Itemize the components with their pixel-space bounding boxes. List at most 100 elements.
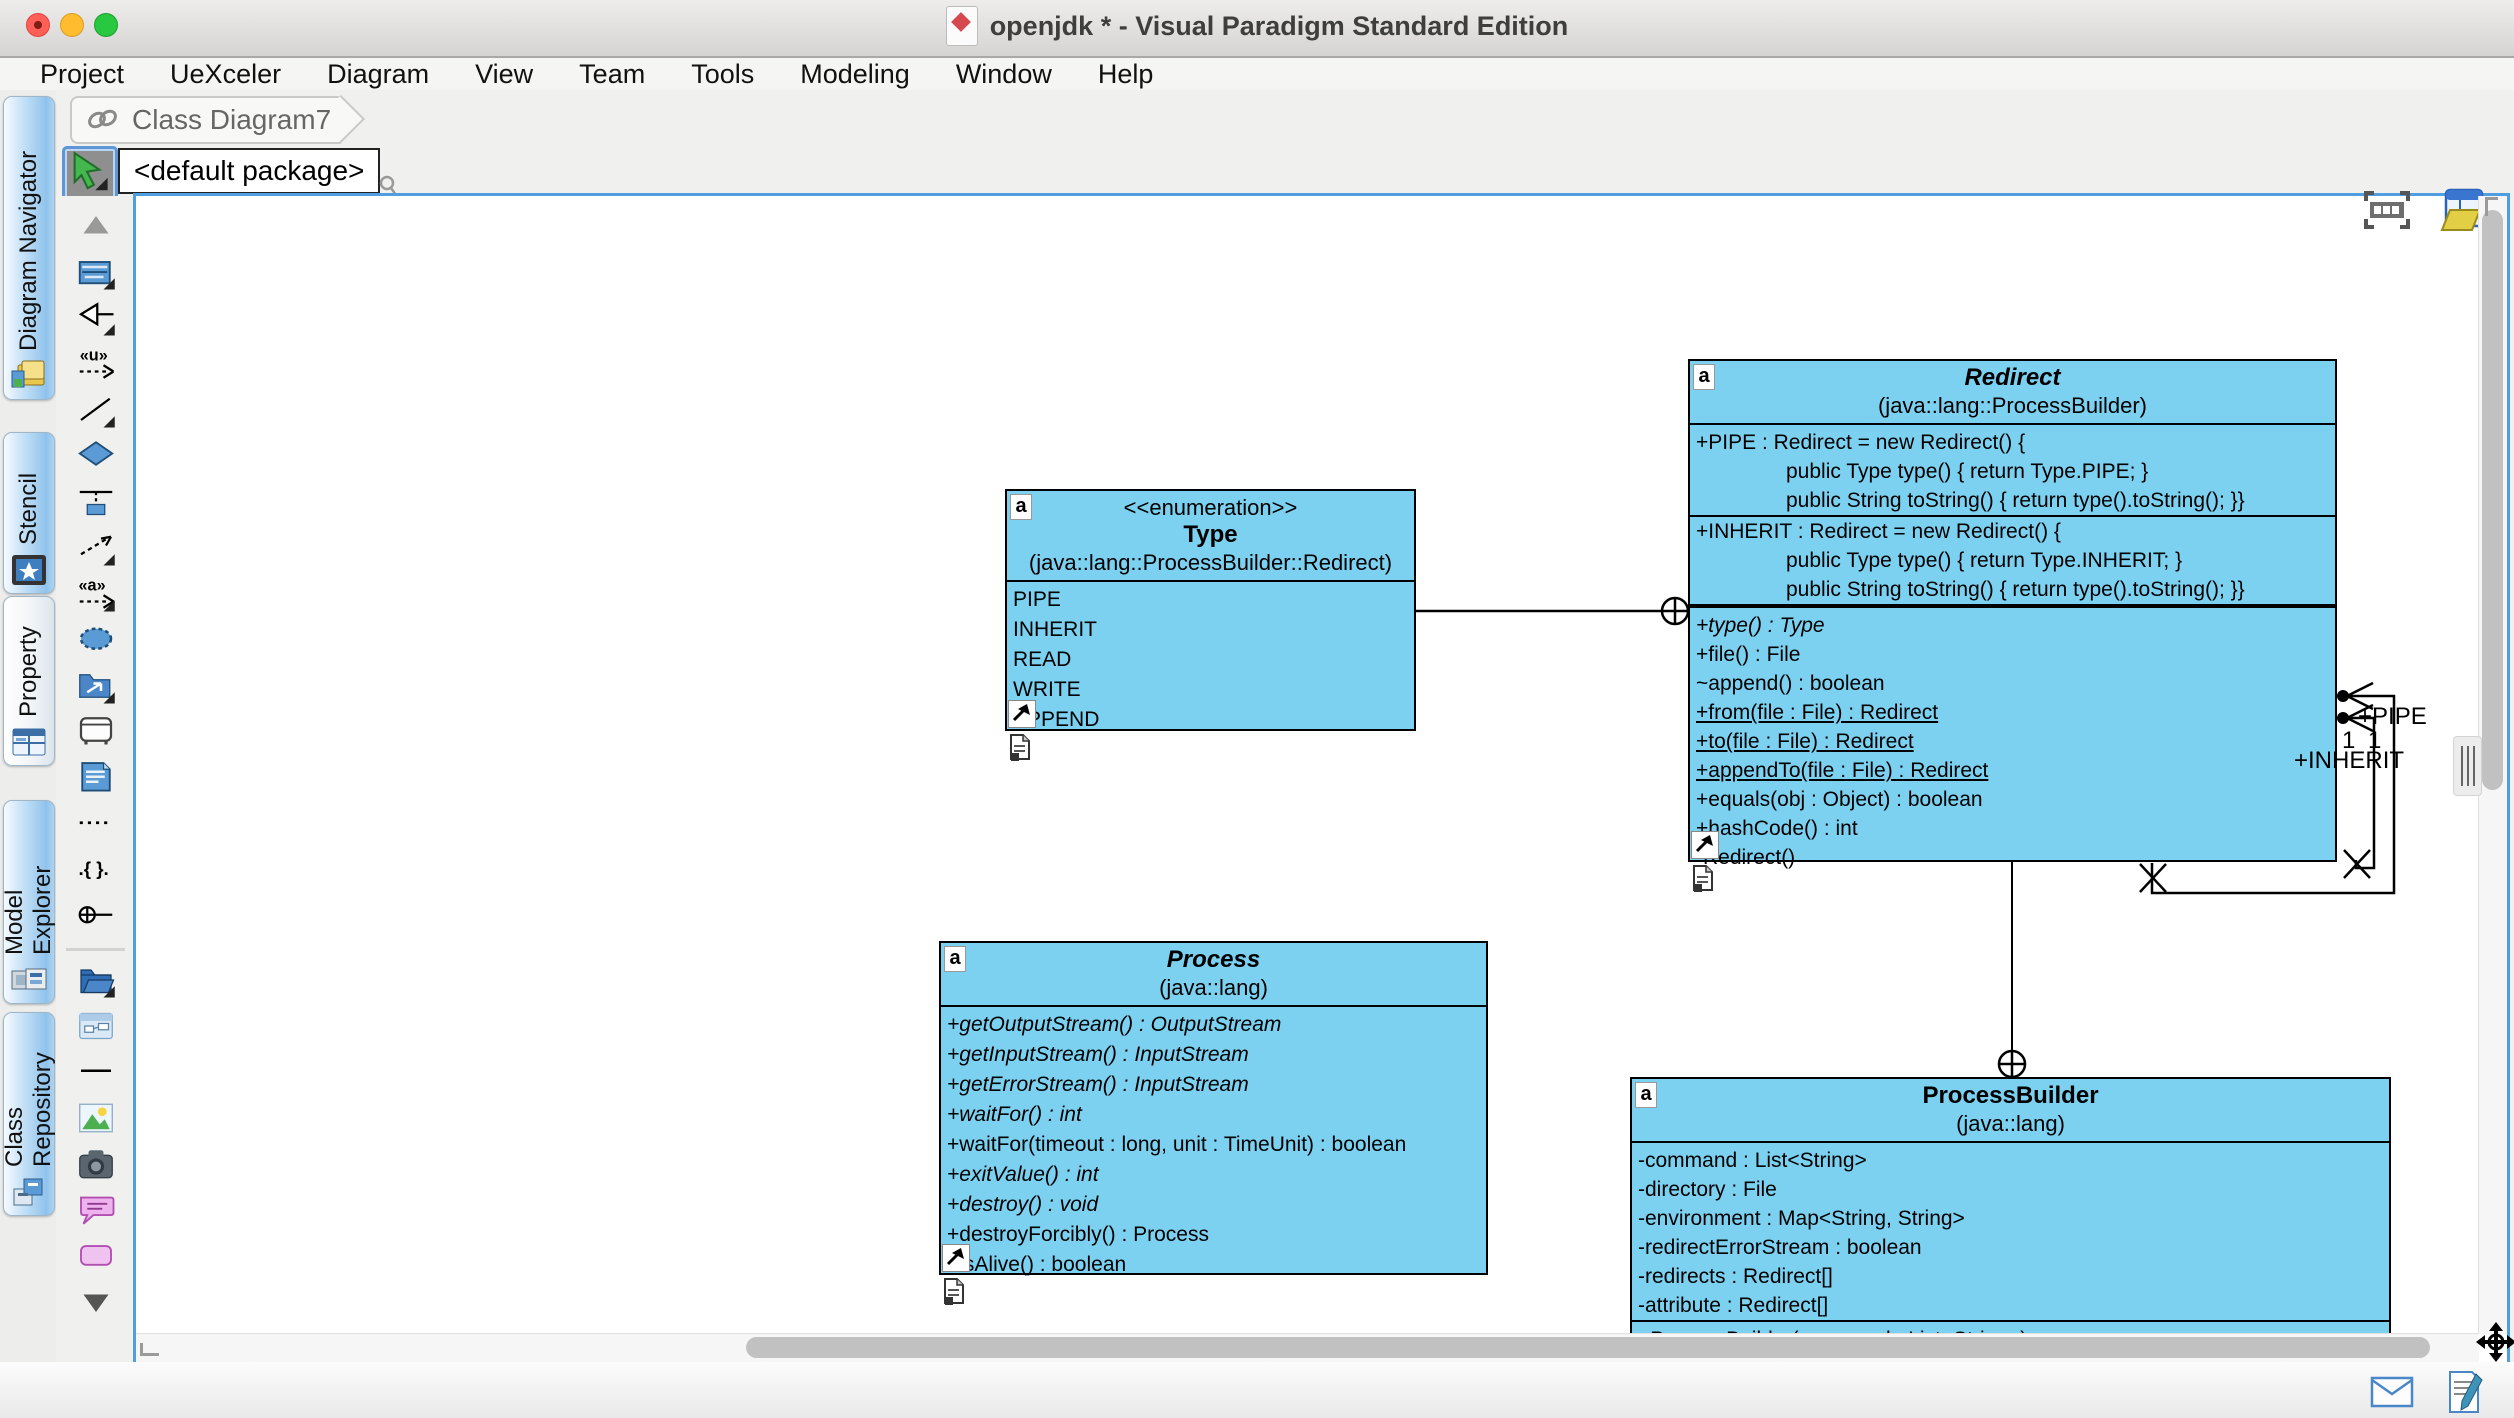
menu-item-modeling[interactable]: Modeling bbox=[800, 58, 910, 89]
class-member: +to(file : File) : Redirect bbox=[1696, 730, 1914, 753]
pan-overview-icon[interactable] bbox=[2476, 1322, 2514, 1362]
side-tab-diagram-navigator[interactable]: Diagram Navigator bbox=[3, 96, 55, 400]
subdiagram-tool-icon[interactable] bbox=[56, 1004, 135, 1048]
close-window-button[interactable] bbox=[26, 13, 50, 37]
horizontal-scrollbar[interactable] bbox=[136, 1333, 2479, 1362]
line-tool-icon[interactable] bbox=[56, 1050, 135, 1094]
model-tool-icon[interactable] bbox=[56, 664, 135, 708]
class-tool-icon[interactable] bbox=[56, 250, 135, 294]
system-boundary-tool-icon[interactable] bbox=[56, 710, 135, 754]
rectangle-tool-icon[interactable] bbox=[56, 1234, 135, 1278]
menu-item-team[interactable]: Team bbox=[579, 58, 646, 89]
generalization-tool-icon[interactable] bbox=[56, 296, 135, 340]
resource-jump-icon[interactable] bbox=[1008, 700, 1036, 728]
link-icon bbox=[88, 109, 117, 129]
menu-item-help[interactable]: Help bbox=[1097, 58, 1154, 89]
package-tool-icon[interactable] bbox=[56, 958, 135, 1002]
menu-item-uexceler[interactable]: UeXceler bbox=[170, 58, 282, 89]
side-tab-stencil[interactable]: Stencil bbox=[3, 432, 55, 594]
note-tool-icon[interactable] bbox=[56, 756, 135, 800]
edit-log-icon[interactable] bbox=[2446, 1370, 2484, 1418]
menu-item-view[interactable]: View bbox=[475, 58, 534, 89]
anchor-tool-icon[interactable]: «a» bbox=[56, 572, 135, 616]
mail-icon[interactable] bbox=[2370, 1376, 2414, 1413]
diagram-tab[interactable]: Class Diagram7 bbox=[70, 94, 366, 144]
class-name: Type bbox=[1183, 521, 1238, 548]
uml-class-type-enum[interactable]: a<<enumeration>>Type(java::lang::Process… bbox=[1005, 489, 1416, 731]
class-member: APPEND bbox=[1013, 708, 1100, 731]
association-tool-icon[interactable] bbox=[56, 388, 135, 432]
abstract-badge-icon: a bbox=[1010, 494, 1032, 520]
vertical-scrollbar-thumb[interactable] bbox=[2482, 210, 2503, 790]
class-member: -redirectErrorStream : boolean bbox=[1638, 1236, 1922, 1259]
containment-tool-icon[interactable] bbox=[56, 480, 135, 524]
dotted-line-tool-icon[interactable] bbox=[56, 802, 135, 846]
side-tab-label: Class Repository bbox=[1, 1052, 56, 1167]
vertical-scrollbar[interactable] bbox=[2478, 196, 2507, 1334]
containment-line-tool-icon[interactable] bbox=[56, 894, 135, 938]
package-selector[interactable]: <default package> bbox=[118, 148, 381, 194]
menu-item-window[interactable]: Window bbox=[955, 58, 1052, 89]
class-compartment: +PIPE : Redirect = new Redirect() {publi… bbox=[1690, 425, 2335, 606]
diagram-canvas[interactable]: a<<enumeration>>Type(java::lang::Process… bbox=[133, 193, 2510, 1365]
nary-association-tool-icon[interactable] bbox=[56, 618, 135, 662]
svg-text:«u»: «u» bbox=[79, 346, 107, 364]
menu-item-project[interactable]: Project bbox=[40, 58, 125, 89]
sub-diagram-indicator-icon[interactable] bbox=[1692, 864, 1714, 892]
class-member: -Redirect() bbox=[1696, 846, 1796, 869]
class-member: public String toString() { return type()… bbox=[1690, 575, 2335, 606]
usage-tool-icon[interactable]: «u» bbox=[56, 342, 135, 386]
resource-jump-icon[interactable] bbox=[1691, 831, 1719, 859]
panel-grip-handle[interactable] bbox=[2453, 736, 2482, 796]
abstract-badge-icon: a bbox=[1635, 1082, 1657, 1108]
resource-jump-icon[interactable] bbox=[942, 1244, 970, 1272]
dependency-tool-icon[interactable] bbox=[56, 526, 135, 570]
class-member: +getErrorStream() : InputStream bbox=[947, 1073, 1249, 1096]
frame-manager-icon[interactable] bbox=[2362, 189, 2412, 236]
image-tool-icon[interactable] bbox=[56, 1096, 135, 1140]
scroll-down-icon[interactable] bbox=[56, 1280, 135, 1324]
horizontal-scrollbar-thumb[interactable] bbox=[746, 1337, 2430, 1358]
title-bar: openjdk * - Visual Paradigm Standard Edi… bbox=[0, 0, 2514, 58]
class-member: +destroy() : void bbox=[947, 1193, 1099, 1216]
sub-diagram-indicator-icon[interactable] bbox=[943, 1277, 965, 1305]
class-compartment: -command : List<String>-directory : File… bbox=[1632, 1143, 2389, 1320]
tool-palette: «u» «a» .{ }. bbox=[56, 196, 135, 1365]
class-compartment: +type() : Type+file() : File~append() : … bbox=[1690, 606, 2335, 872]
side-tab-model-explorer[interactable]: Model Explorer bbox=[1, 800, 56, 1004]
aggregation-tool-icon[interactable] bbox=[56, 434, 135, 478]
diagram-tab-row: Class Diagram7 bbox=[56, 90, 2514, 231]
class-member: +isAlive() : boolean bbox=[947, 1253, 1127, 1276]
class-member: +INHERIT : Redirect = new Redirect() { bbox=[1696, 520, 2061, 543]
tabrow-right-icons bbox=[2362, 186, 2488, 239]
diagram-tab-label: Class Diagram7 bbox=[132, 104, 332, 135]
menu-item-diagram[interactable]: Diagram bbox=[327, 58, 430, 89]
class-member: +exitValue() : int bbox=[947, 1163, 1099, 1186]
maximize-window-button[interactable] bbox=[94, 13, 118, 37]
scroll-up-icon[interactable] bbox=[56, 204, 135, 248]
svg-text:«a»: «a» bbox=[78, 576, 105, 594]
side-tab-property[interactable]: Property bbox=[3, 596, 55, 766]
package-selector-label: <default package> bbox=[134, 155, 365, 186]
side-tab-label: Property bbox=[15, 626, 42, 717]
layout-window-icon[interactable] bbox=[2436, 186, 2488, 239]
class-member: +getInputStream() : InputStream bbox=[947, 1043, 1249, 1066]
minimize-window-button[interactable] bbox=[60, 13, 84, 37]
menu-item-tools[interactable]: Tools bbox=[691, 58, 755, 89]
sub-diagram-indicator-icon[interactable] bbox=[1009, 733, 1031, 761]
class-compartment: +getOutputStream() : OutputStream+getInp… bbox=[941, 1007, 1486, 1280]
constraint-tool-icon[interactable]: .{ }. bbox=[56, 848, 135, 892]
pointer-tool-button[interactable] bbox=[62, 146, 118, 202]
screenshot-tool-icon[interactable] bbox=[56, 1142, 135, 1186]
class-member: +equals(obj : Object) : boolean bbox=[1696, 788, 1983, 811]
side-tab-class-repository[interactable]: Class Repository bbox=[1, 1012, 56, 1216]
class-name: ProcessBuilder bbox=[1922, 1082, 2099, 1109]
abstract-badge-icon: a bbox=[1693, 364, 1715, 390]
callout-tool-icon[interactable] bbox=[56, 1188, 135, 1232]
tool-separator bbox=[66, 948, 125, 951]
class-member: public String toString() { return type()… bbox=[1690, 486, 2335, 517]
